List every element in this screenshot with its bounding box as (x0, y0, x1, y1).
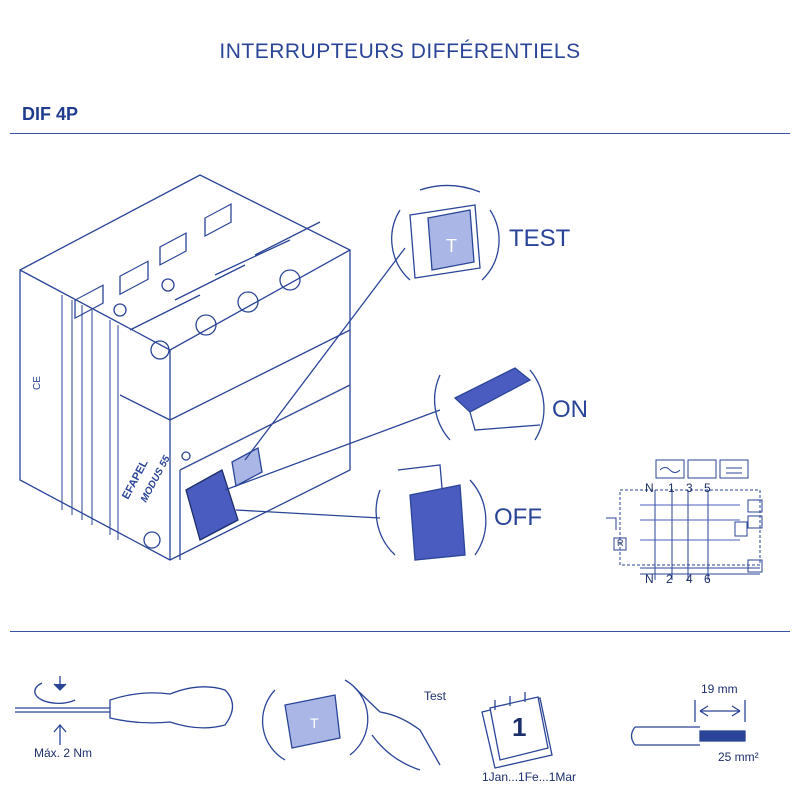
section-title: DIF 4P (22, 104, 79, 124)
svg-text:T: T (446, 236, 457, 256)
breaker-body: CE EFAPEL MODUS 55 (19, 174, 351, 561)
test-footer-label: Test (424, 689, 447, 703)
cable-section-label: 25 mm² (718, 750, 759, 764)
terminal-top-3: 3 (686, 481, 693, 495)
cable-strip-icon (630, 700, 746, 746)
svg-text:T: T (310, 715, 319, 731)
header-divider (10, 133, 790, 134)
terminal-top-n: N (645, 481, 654, 495)
footer-divider (10, 631, 790, 632)
terminal-bottom-2: 2 (666, 572, 673, 586)
toggle-lever (185, 469, 239, 541)
relay-label: R (617, 538, 624, 548)
off-label: OFF (494, 504, 542, 531)
leader-test (244, 247, 406, 461)
off-callout (375, 464, 487, 561)
wiring-diagram (606, 459, 763, 580)
page-title: INTERRUPTEURS DIFFÉRENTIELS (219, 40, 581, 63)
terminal-top-1: 1 (668, 481, 675, 495)
schedule-label: 1Jan...1Fe...1Mar (482, 770, 577, 784)
terminal-bottom-6: 6 (704, 572, 711, 586)
test-button-small (231, 446, 263, 488)
on-label: ON (552, 396, 588, 423)
calendar-icon (481, 692, 553, 769)
test-callout: T (391, 184, 500, 281)
on-callout (433, 367, 545, 441)
terminal-bottom-n: N (645, 572, 654, 586)
leader-on (224, 409, 441, 491)
terminal-top-5: 5 (704, 481, 711, 495)
test-press-icon: T (261, 679, 441, 771)
terminal-bottom-4: 4 (686, 572, 693, 586)
calendar-day: 1 (512, 712, 527, 742)
screwdriver-icon (15, 676, 234, 745)
test-label: TEST (509, 225, 571, 252)
strip-length-label: 19 mm (701, 682, 738, 696)
svg-text:CE: CE (32, 376, 43, 390)
torque-label: Máx. 2 Nm (34, 746, 93, 760)
leader-off (235, 509, 381, 519)
